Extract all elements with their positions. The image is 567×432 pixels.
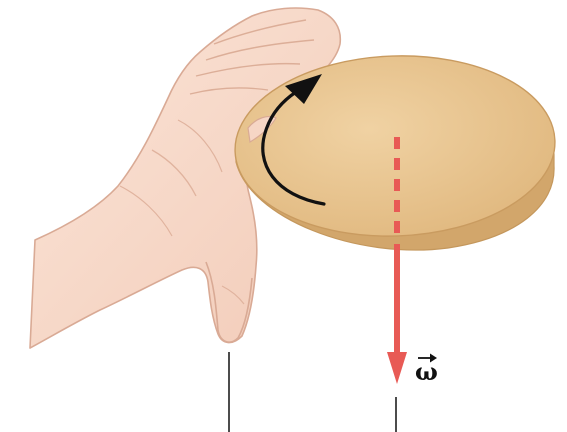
omega-label: ω: [414, 352, 454, 392]
vector-arrowhead: [387, 352, 407, 384]
omega-symbol: ω: [415, 360, 438, 384]
